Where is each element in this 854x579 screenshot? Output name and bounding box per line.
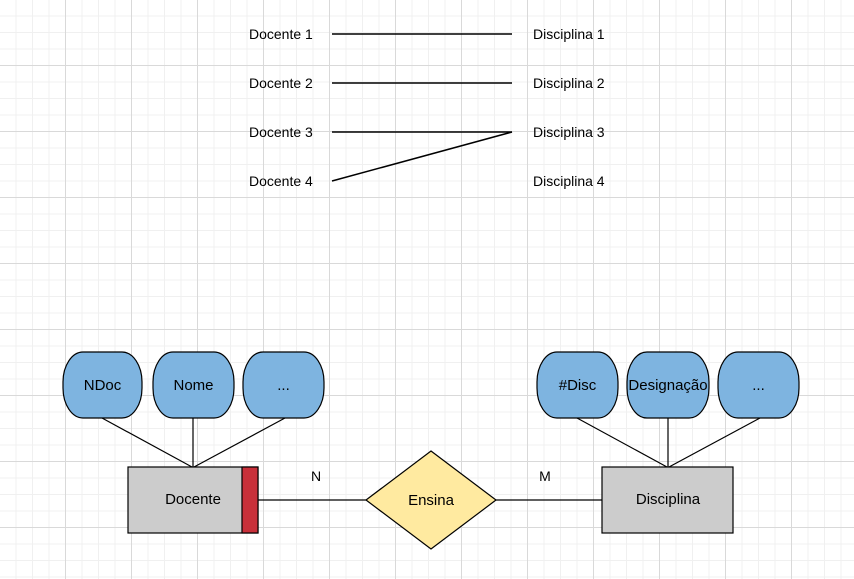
cardinality-left: N [311,468,321,484]
er-diagram: NDoc Nome ... #Disc Designação ... Docen… [62,351,800,550]
mapping-diagram: Docente 1 Docente 2 Docente 3 Docente 4 … [249,26,605,189]
connector-left-more [193,417,286,468]
entity-docente-marker [241,466,259,534]
cardinality-right: M [539,468,551,484]
right-item-4[interactable]: Disciplina 4 [533,173,605,189]
attribute-left-more-label: ... [277,377,290,394]
connector-disc [576,417,668,468]
left-item-4[interactable]: Docente 4 [249,173,313,189]
right-item-3[interactable]: Disciplina 3 [533,124,605,140]
mapping-line-4-3[interactable] [331,131,513,182]
attribute-ndoc[interactable]: NDoc [62,351,143,419]
right-item-2[interactable]: Disciplina 2 [533,75,605,91]
attribute-disc[interactable]: #Disc [536,351,619,419]
attribute-designacao-label: Designação [628,377,707,394]
entity-disciplina-label: Disciplina [636,491,701,508]
left-item-2[interactable]: Docente 2 [249,75,313,91]
attribute-ndoc-label: NDoc [84,377,122,394]
left-item-3[interactable]: Docente 3 [249,124,313,140]
entity-disciplina[interactable]: Disciplina [601,466,734,534]
relationship-ensina-label: Ensina [408,492,455,509]
attribute-disc-label: #Disc [559,377,597,394]
attribute-left-more[interactable]: ... [242,351,325,419]
left-item-1[interactable]: Docente 1 [249,26,313,42]
attribute-designacao[interactable]: Designação [626,351,710,419]
connector-right-more [668,417,761,468]
entity-docente[interactable]: Docente [127,466,259,534]
right-item-1[interactable]: Disciplina 1 [533,26,605,42]
connector-ndoc [101,417,193,468]
attribute-nome-label: Nome [173,377,213,394]
attribute-right-more[interactable]: ... [717,351,800,419]
relationship-ensina[interactable]: Ensina [365,450,497,550]
entity-docente-label: Docente [165,491,221,508]
attribute-nome[interactable]: Nome [152,351,235,419]
attribute-right-more-label: ... [752,377,765,394]
